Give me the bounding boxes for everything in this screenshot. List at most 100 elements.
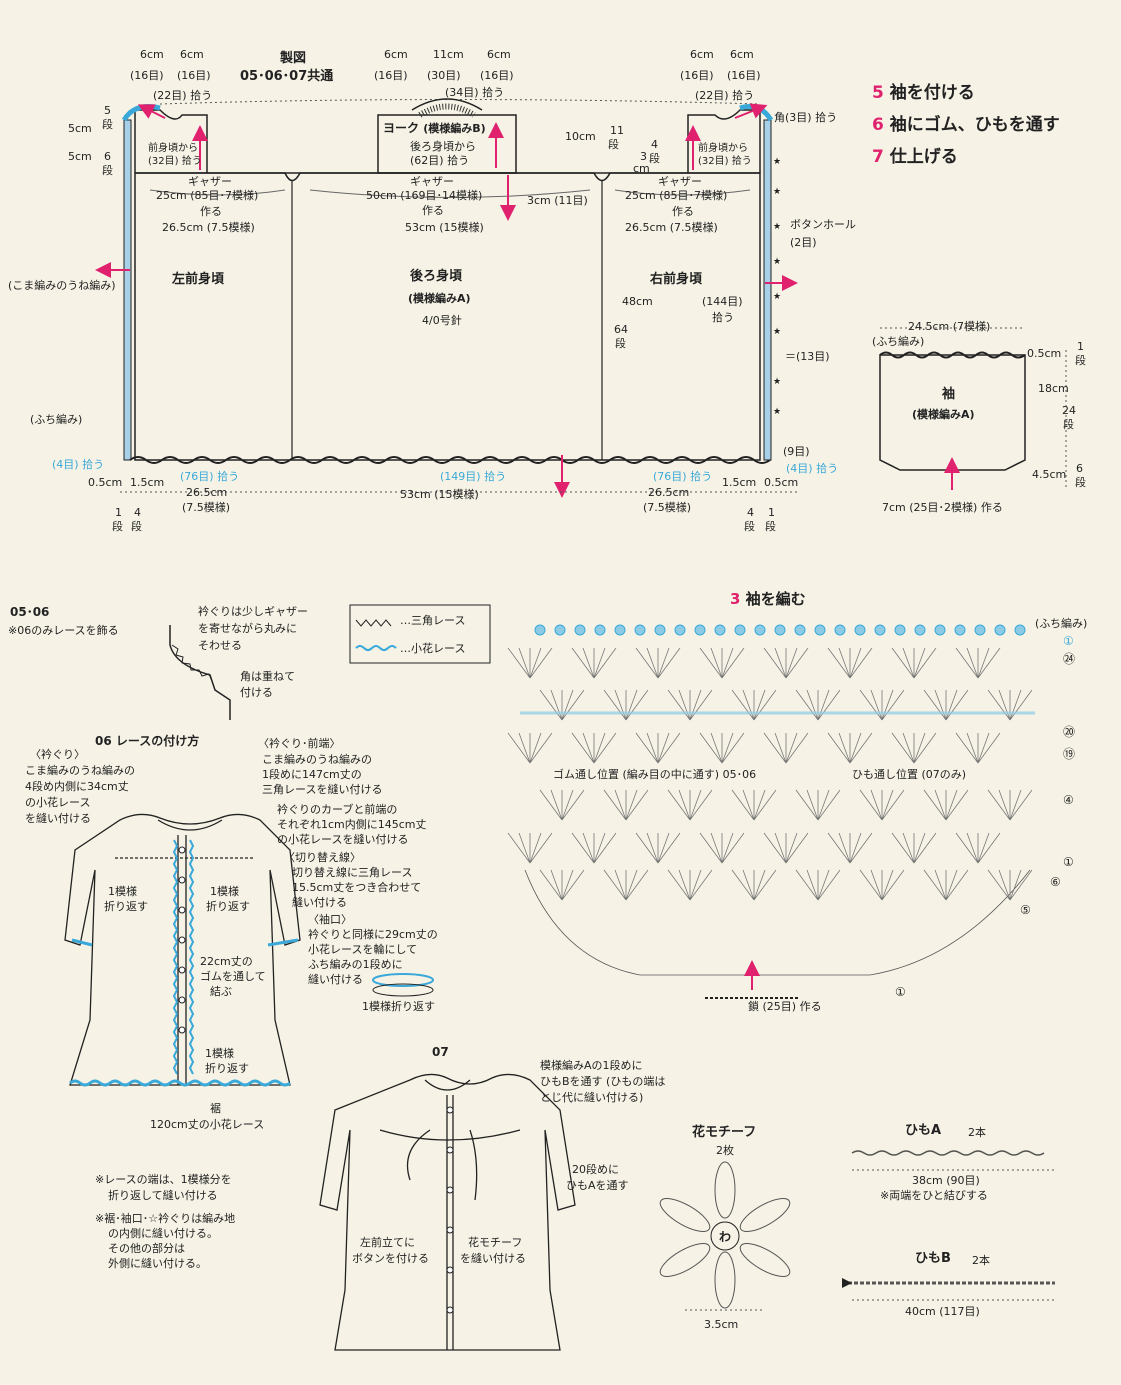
- dim: 48cm: [622, 295, 653, 308]
- fan-stitch: [667, 869, 713, 901]
- body-top-line: [135, 172, 760, 182]
- fan-stitch: [987, 869, 1033, 901]
- text: ひもBを通す (ひもの端は: [540, 1075, 666, 1088]
- fan-stitch: [635, 732, 681, 764]
- hook-size: 4/0号針: [422, 314, 462, 327]
- text: 縫い付ける: [292, 896, 347, 909]
- dim: 拾う: [712, 311, 734, 324]
- text: 縫い付ける: [308, 973, 363, 986]
- dim: 1: [1077, 340, 1084, 353]
- dim: 6: [104, 150, 111, 163]
- chart-fuchi: (ふち編み): [1035, 617, 1088, 630]
- fan-stitch: [763, 732, 809, 764]
- fan-stitch: [923, 789, 969, 821]
- diagram-title: 製図: [280, 51, 307, 66]
- lace-code: 05･06: [10, 605, 50, 619]
- text: 衿ぐりのカーブと前端の: [277, 803, 398, 816]
- dim: 11: [610, 124, 624, 137]
- text: 付ける: [240, 686, 273, 699]
- dress06-buttons: [178, 846, 186, 1034]
- fan-stitch: [891, 647, 937, 679]
- gather: 50cm (169目･14模様): [366, 189, 483, 202]
- row-4: ④: [1063, 793, 1074, 807]
- dim: 6cm: [730, 48, 754, 61]
- dress06-front-lace: [172, 839, 195, 1075]
- text: 衿ぐりと同様に29cm丈の: [308, 928, 438, 941]
- text: の小花レースを縫い付ける: [277, 833, 409, 846]
- text: 〈切り替え線〉: [284, 851, 361, 864]
- dim: (30目): [427, 69, 461, 82]
- dim: 段: [112, 520, 123, 533]
- dim: (22目) 拾う: [153, 89, 213, 102]
- gather: 26.5cm (7.5模様): [625, 221, 718, 234]
- row-1-bottom: ①: [895, 985, 906, 999]
- svg-text:★: ★: [773, 222, 781, 232]
- right-front-label: 右前身頃: [650, 272, 703, 287]
- buttonhole-stars: ★★★ ★★★ ★★: [773, 157, 781, 417]
- fuchi-label: (ふち編み): [30, 413, 83, 426]
- text: とじ代に縫い付ける): [540, 1091, 644, 1104]
- dim: 6cm: [690, 48, 714, 61]
- text: こま編みのうね編みの: [262, 753, 372, 766]
- fan-stitch: [795, 689, 841, 721]
- lace-note: ※06のみレースを飾る: [8, 624, 119, 637]
- text: 折り返す: [206, 900, 250, 913]
- dim: 5cm: [68, 122, 92, 135]
- motif-count: 2枚: [716, 1144, 734, 1157]
- dim: 段: [1075, 354, 1086, 367]
- text: そわせる: [198, 639, 242, 652]
- yoke-pick: 後ろ身頃から: [410, 140, 476, 153]
- fan-stitch: [891, 832, 937, 864]
- dress07-buttons: [446, 1106, 454, 1314]
- crochet-chart: [524, 869, 1031, 999]
- dim: 10cm: [565, 130, 596, 143]
- pick: (32目) 拾う: [698, 156, 752, 167]
- himo-a-count: 2本: [968, 1126, 986, 1139]
- sleeve-width: 24.5cm (7模様): [908, 320, 991, 333]
- pick: (76目) 拾う: [653, 470, 713, 483]
- svg-text:★: ★: [773, 187, 781, 197]
- dim: (2目): [790, 236, 817, 249]
- dim: (7.5模様): [643, 501, 692, 514]
- row-19: ⑲: [1063, 747, 1076, 761]
- fan-stitch: [603, 689, 649, 721]
- note: その他の部分は: [108, 1242, 185, 1255]
- himo-a-chain: [851, 1150, 1045, 1156]
- himo-b-count: 2本: [972, 1254, 990, 1267]
- dim: (22目) 拾う: [695, 89, 755, 102]
- himo-b-title: ひもB: [915, 1251, 951, 1266]
- fan-stitch: [923, 689, 969, 721]
- fan-stitch: [507, 832, 553, 864]
- dim: 3: [640, 150, 647, 163]
- gomu-position: ゴム通し位置 (編み目の中に通す) 05･06: [553, 768, 757, 781]
- fan-stitch: [827, 647, 873, 679]
- fan-stitch: [667, 689, 713, 721]
- text: 22cm丈の: [200, 955, 253, 968]
- fan-stitch: [731, 789, 777, 821]
- dim: 段: [615, 337, 626, 350]
- gather: 53cm (15模様): [405, 221, 484, 234]
- right-band-blue: [763, 119, 772, 461]
- arrow-left-neck: [137, 104, 166, 119]
- dress-06: [64, 813, 301, 1086]
- koma-label: (こま編みのうね編み): [8, 279, 116, 292]
- yoke-neck-band: [418, 103, 476, 118]
- text: こま編みのうね編みの: [25, 764, 135, 777]
- text: 15.5cm丈をつき合わせて: [292, 881, 422, 894]
- note: 外側に縫い付ける。: [108, 1257, 207, 1270]
- row-1-mid: ①: [1063, 855, 1074, 869]
- dim: (144目): [702, 295, 743, 308]
- text: 三角レースを縫い付ける: [262, 783, 383, 796]
- dim: 6cm: [140, 48, 164, 61]
- chart-top-picots: [534, 624, 1026, 636]
- fan-stitch: [955, 732, 1001, 764]
- chart-fans: [507, 647, 1033, 901]
- text: 角は重ねて: [240, 670, 295, 683]
- dim: (16目): [374, 69, 408, 82]
- chart-bottom-curve: [524, 869, 1031, 976]
- fan-stitch: [539, 689, 585, 721]
- dim: 26.5cm: [648, 486, 690, 499]
- text: 1模様: [210, 885, 239, 898]
- gather: ギャザー: [188, 175, 232, 188]
